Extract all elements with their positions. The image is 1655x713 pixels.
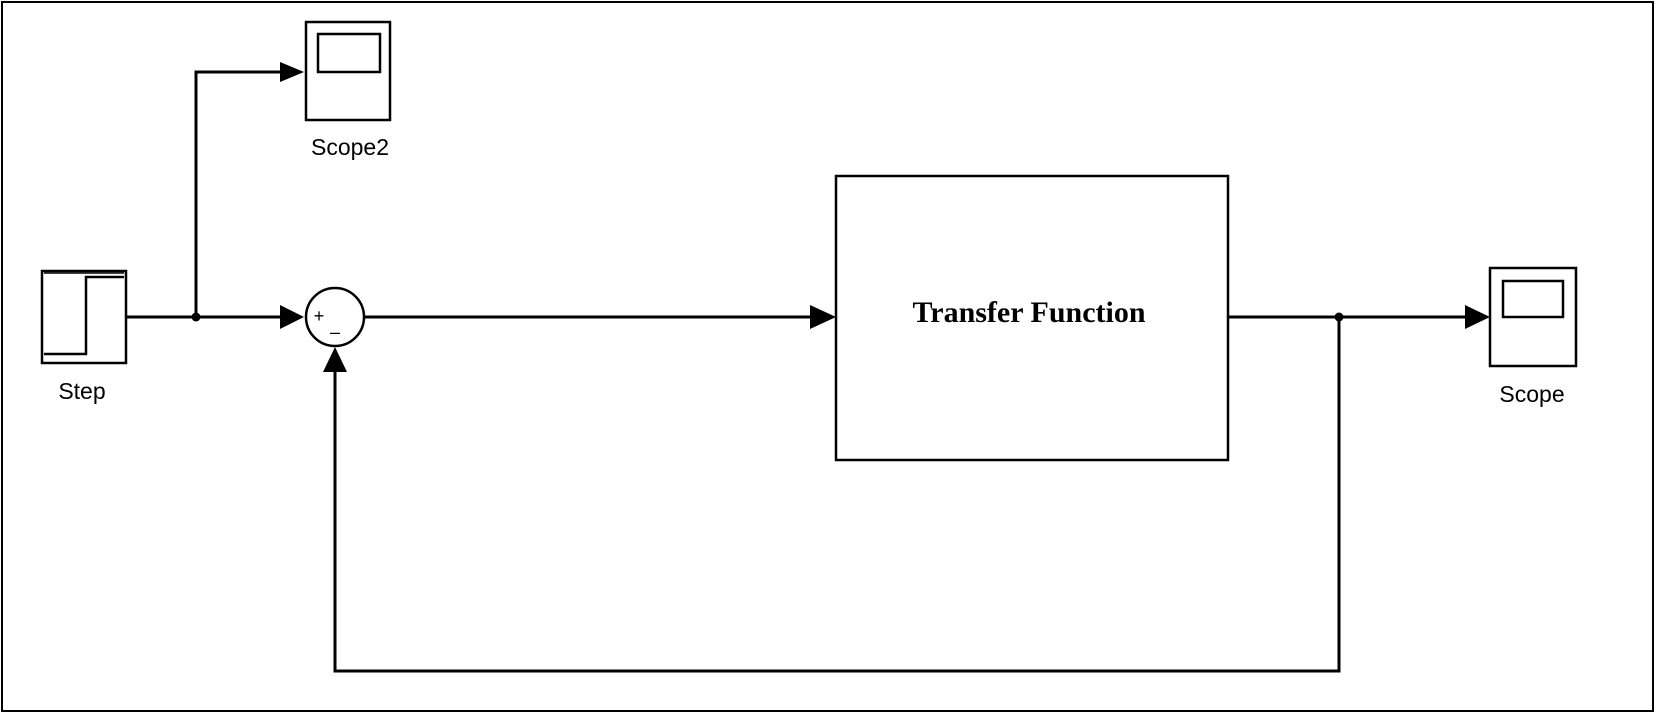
transfer-function-label: Transfer Function (912, 296, 1145, 329)
sum-minus-sign: – (330, 322, 340, 342)
arrowhead-sum-plus (280, 305, 304, 329)
arrowhead-scope (1465, 305, 1490, 329)
arrowhead-tf-input (810, 305, 836, 329)
transfer-function-block-body[interactable] (834, 174, 1230, 462)
sum-block[interactable]: + – (304, 286, 366, 348)
step-icon (44, 275, 124, 356)
transfer-function-block[interactable]: Transfer Function (834, 174, 1230, 462)
branch-point-output (1334, 312, 1344, 322)
scope-block[interactable]: Scope (1488, 266, 1578, 407)
scope2-screen-icon (316, 32, 382, 74)
step-label: Step (58, 378, 105, 404)
scope-label: Scope (1499, 381, 1564, 407)
arrowhead-scope2 (280, 62, 304, 82)
sum-block-body[interactable] (304, 286, 366, 348)
step-block[interactable]: Step (40, 269, 128, 404)
scope2-label: Scope2 (311, 134, 389, 160)
step-block-body[interactable] (40, 269, 128, 365)
scope2-block[interactable]: Scope2 (304, 20, 392, 160)
scope-screen-icon (1501, 279, 1565, 319)
branch-point-input (191, 312, 201, 322)
wire-feedback[interactable] (333, 317, 1341, 673)
sum-plus-sign: + (314, 306, 325, 326)
arrowhead-sum-minus (323, 347, 347, 372)
wire-step-to-scope2[interactable] (194, 70, 284, 317)
